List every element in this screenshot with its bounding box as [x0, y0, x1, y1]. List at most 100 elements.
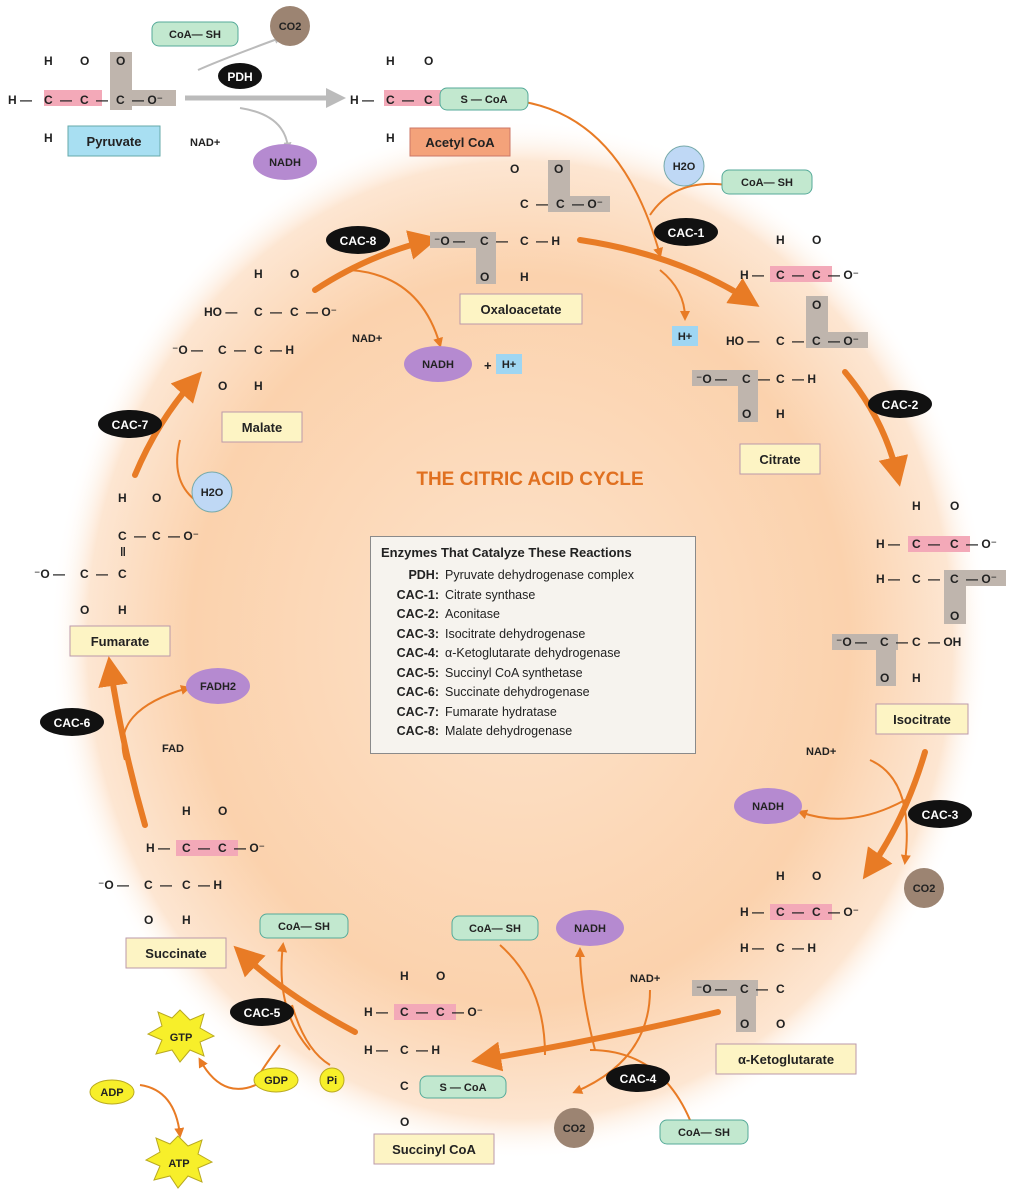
svg-text:—: —: [792, 905, 804, 919]
atp-burst-icon: [144, 1135, 214, 1189]
h2o-cac1-label: H2O: [673, 161, 696, 173]
svg-text:H —: H —: [350, 93, 374, 107]
co2-top-icon: [270, 6, 310, 46]
svg-text:C: C: [80, 93, 89, 107]
svg-text:C: C: [182, 841, 191, 855]
co2-cac3-label: CO2: [913, 883, 936, 895]
svg-text:H —: H —: [740, 905, 764, 919]
adp-icon: [89, 1079, 135, 1105]
nadh-cac8-label: NADH: [422, 359, 454, 371]
svg-text:⁻O —: ⁻O —: [696, 982, 727, 996]
svg-text:C: C: [556, 197, 565, 211]
svg-text:C: C: [386, 93, 395, 107]
svg-text:C: C: [218, 343, 227, 357]
svg-text:—: —: [758, 372, 770, 386]
svg-text:HO —: HO —: [726, 334, 759, 348]
svg-text:O: O: [950, 609, 959, 623]
enzyme-pdh-label: PDH: [227, 70, 252, 84]
svg-text:C: C: [950, 572, 959, 586]
h2o-cac7-label: H2O: [201, 487, 224, 499]
nadh-cac4-icon: [556, 910, 624, 946]
svg-text:— O⁻: — O⁻: [828, 268, 859, 282]
svg-text:— H: — H: [792, 372, 816, 386]
nad-plus-cac3-label: NAD+: [806, 746, 836, 758]
legend-row: PDH:Pyruvate dehydrogenase complex: [408, 568, 635, 582]
svg-text:C: C: [480, 234, 489, 248]
svg-text:C: C: [290, 305, 299, 319]
svg-text:C: C: [436, 1005, 445, 1019]
ketoglutarate-label: α-Ketoglutarate: [738, 1052, 834, 1067]
h-plus-cac1-label: H+: [678, 331, 692, 343]
enzyme-cac7-badge: [98, 410, 162, 438]
svg-text:C: C: [812, 268, 821, 282]
svg-text:O: O: [510, 162, 519, 176]
svg-text:C: C: [116, 93, 125, 107]
enzyme-cac8-badge: [326, 226, 390, 254]
svg-text:C: C: [776, 905, 785, 919]
co2-top-label: CO2: [279, 21, 302, 33]
svg-text:—: —: [792, 334, 804, 348]
svg-text:O: O: [424, 54, 433, 68]
svg-text:C: C: [812, 905, 821, 919]
svg-text:O: O: [554, 162, 563, 176]
enzyme-cac3-label: CAC-3: [922, 808, 959, 822]
svg-text:—: —: [896, 635, 908, 649]
svg-text:⁻O —: ⁻O —: [696, 372, 727, 386]
svg-text:H: H: [912, 499, 921, 513]
svg-text:—: —: [416, 1005, 428, 1019]
enzyme-legend: Enzymes That Catalyze These Reactions PD…: [370, 536, 696, 754]
succinate-label-box: [125, 937, 227, 969]
svg-text:C: C: [520, 234, 529, 248]
pdh-arrow: [185, 36, 346, 151]
legend-row: CAC-1:Citrate synthase: [396, 587, 536, 602]
svg-text:C: C: [424, 93, 433, 107]
svg-text:O: O: [80, 603, 89, 617]
svg-text:O: O: [480, 270, 489, 284]
svg-text:—: —: [928, 572, 940, 586]
svg-text:— O⁻: — O⁻: [572, 197, 603, 211]
enzyme-cac7-label: CAC-7: [112, 418, 149, 432]
enzyme-cac5-badge: [230, 998, 294, 1026]
succinate-label: Succinate: [145, 946, 206, 961]
gdp-label: GDP: [264, 1075, 288, 1087]
svg-text:—: —: [234, 343, 246, 357]
atp-label: ATP: [168, 1158, 189, 1170]
svg-text:H: H: [776, 233, 785, 247]
svg-text:C: C: [118, 567, 127, 581]
succinyl-coa-s-coa-badge: [419, 1075, 507, 1099]
svg-text:⁻O —: ⁻O —: [434, 234, 465, 248]
legend-row: CAC-5:Succinyl CoA synthetase: [396, 665, 583, 680]
svg-text:C: C: [118, 529, 127, 543]
acetyl-coa-s-coa-text: S — CoA: [460, 94, 507, 106]
isocitrate-label-box: [875, 703, 969, 735]
pi-label: Pi: [327, 1075, 337, 1087]
nadh-pdh-label: NADH: [269, 157, 301, 169]
svg-text:C: C: [520, 197, 529, 211]
svg-text:H: H: [44, 131, 53, 145]
svg-text:O: O: [80, 54, 89, 68]
legend-row: CAC-6:Succinate dehydrogenase: [396, 685, 590, 699]
svg-text:H: H: [400, 969, 409, 983]
enzyme-cac4-badge: [606, 1064, 670, 1092]
svg-text:—: —: [160, 878, 172, 892]
succinyl-coa-s-coa-text: S — CoA: [439, 1082, 486, 1094]
gdp-icon: [253, 1067, 299, 1093]
fumarate-label: Fumarate: [91, 634, 150, 649]
svg-text:—: —: [270, 305, 282, 319]
enzyme-cac1-label: CAC-1: [668, 226, 705, 240]
svg-text:C: C: [218, 841, 227, 855]
nadh-pdh-icon: [253, 144, 317, 180]
svg-text:—: —: [756, 982, 768, 996]
svg-text:H: H: [386, 131, 395, 145]
svg-text:O: O: [812, 298, 821, 312]
svg-text:C: C: [400, 1043, 409, 1057]
svg-text:—: —: [96, 93, 108, 107]
coa-sh-cac5-badge: [259, 913, 349, 939]
svg-text:H: H: [776, 869, 785, 883]
svg-text:HO —: HO —: [204, 305, 237, 319]
enzyme-cac3-badge: [908, 800, 972, 828]
h-plus-cac1-box: [672, 326, 698, 346]
